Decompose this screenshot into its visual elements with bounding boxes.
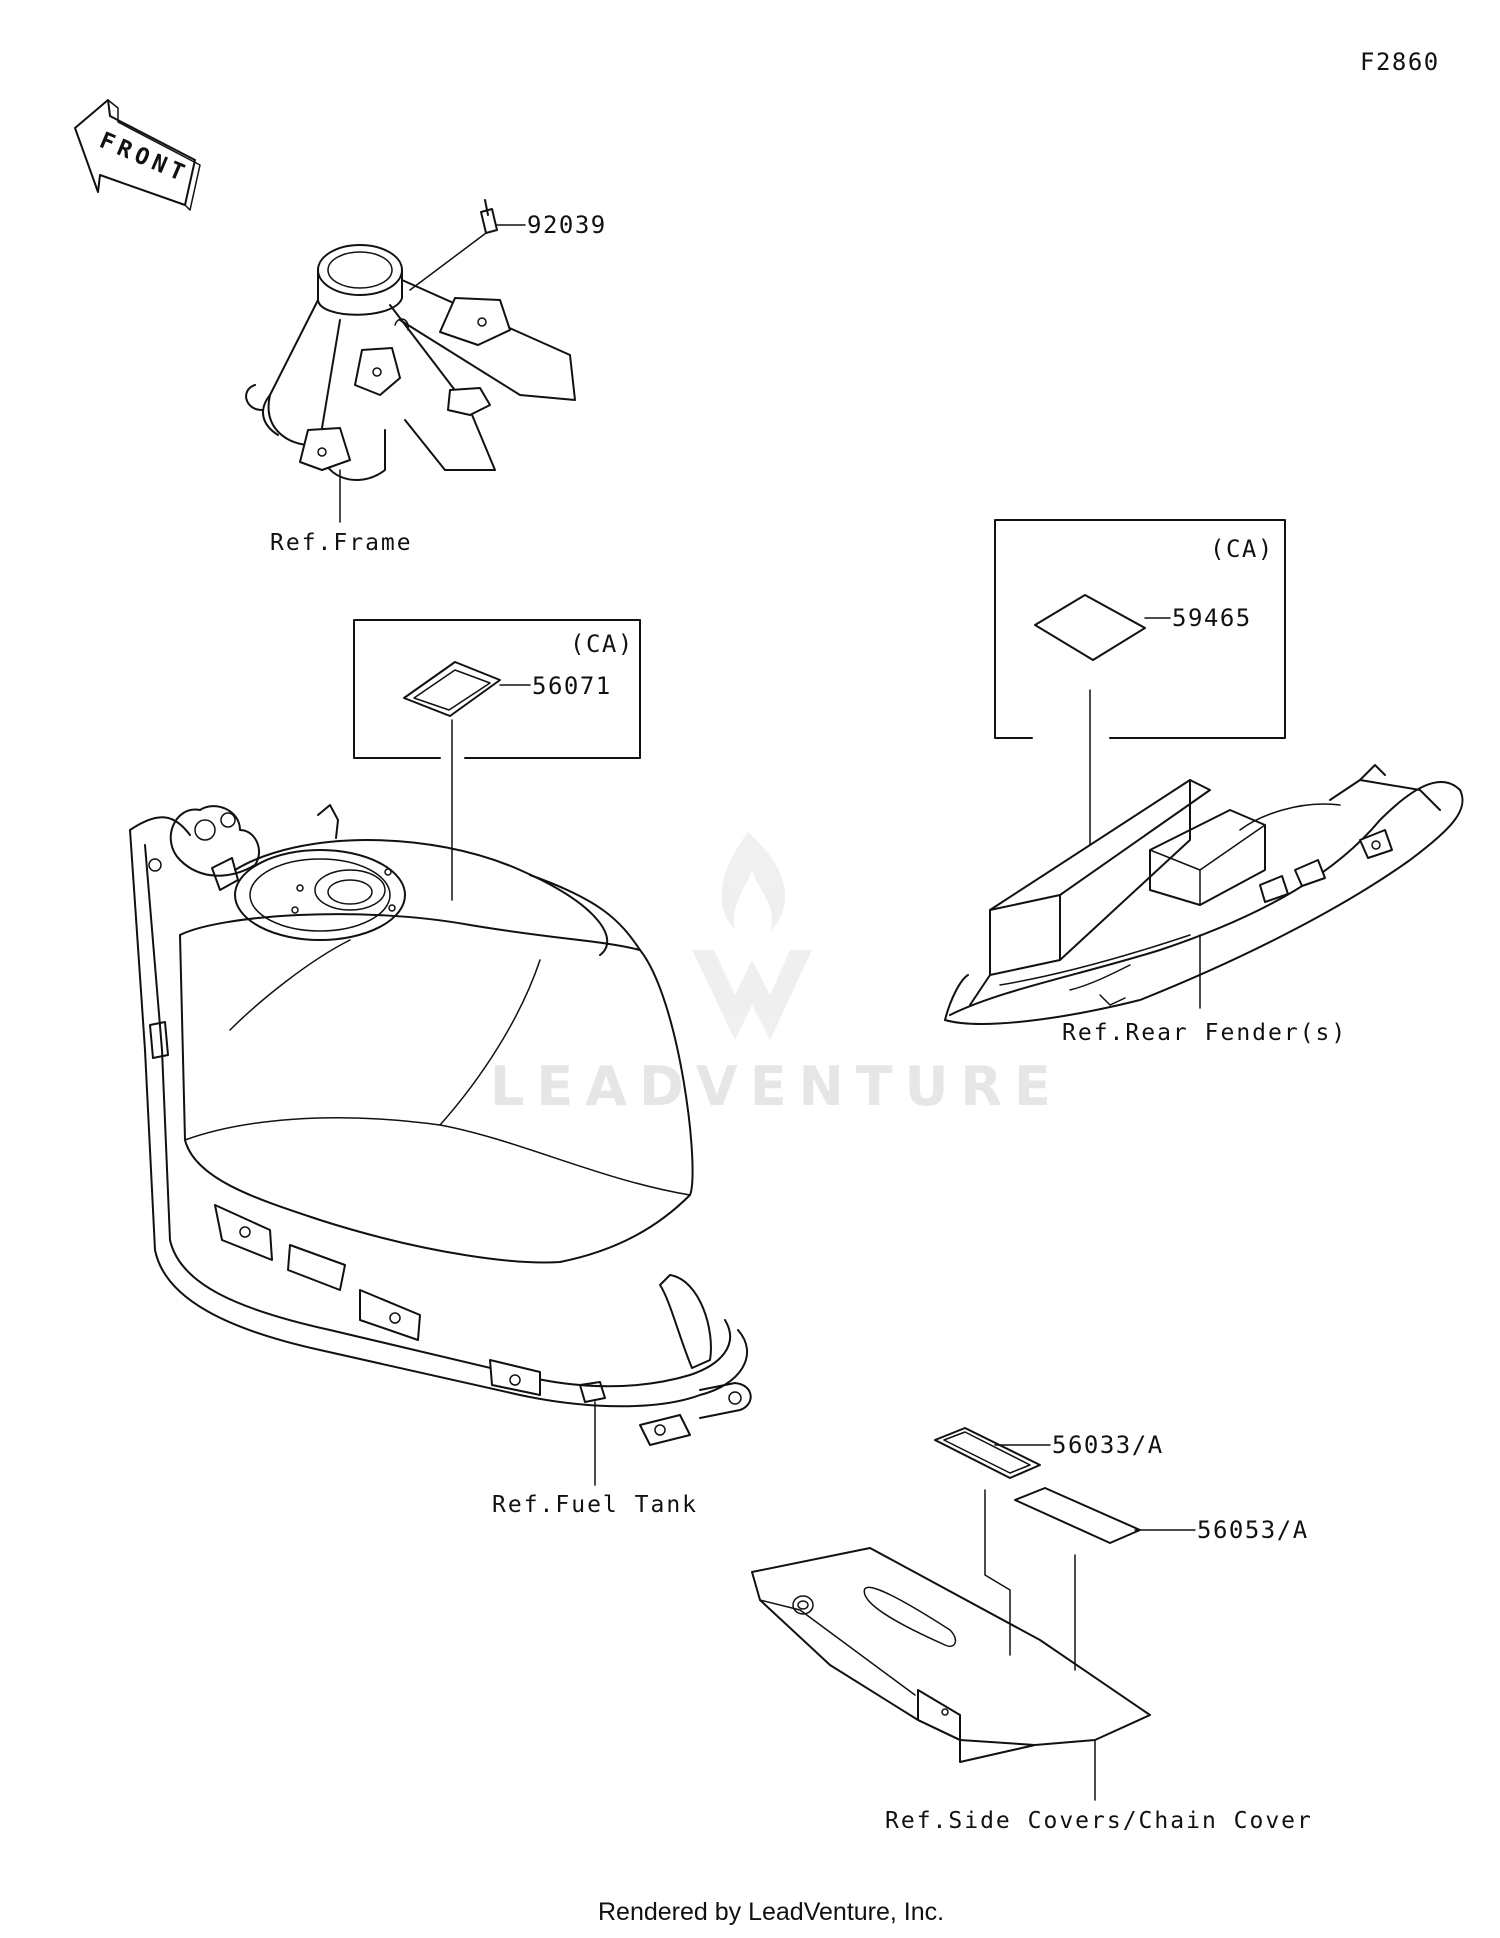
chain-cover-illustration: Ref.Side Covers/Chain Cover xyxy=(751,1547,1313,1834)
callout-56071: 56071 xyxy=(532,672,612,700)
fender-box-region: (CA) xyxy=(1210,535,1274,563)
frame-illustration: 92039 Ref.Frame xyxy=(245,199,607,556)
fender-label-box: (CA) 59465 xyxy=(994,519,1286,846)
label-56033a xyxy=(934,1427,1041,1479)
leader-56033a-to-cover xyxy=(984,1489,1011,1656)
front-arrow: FRONT xyxy=(74,99,201,211)
ref-frame-label: Ref.Frame xyxy=(270,530,413,556)
callout-56053a: 56053/A xyxy=(1197,1516,1309,1544)
callout-92039: 92039 xyxy=(527,211,607,239)
callout-56033a: 56033/A xyxy=(1052,1431,1164,1459)
diagram-code: F2860 xyxy=(1360,48,1440,76)
watermark-flame-logo xyxy=(692,832,812,1040)
footer-credit: Rendered by LeadVenture, Inc. xyxy=(598,1898,944,1926)
tank-label-box: (CA) 56071 xyxy=(353,619,641,901)
label-59465 xyxy=(1034,594,1146,661)
watermark-text: LEADVENTURE xyxy=(490,1055,1063,1118)
ref-side-covers-label: Ref.Side Covers/Chain Cover xyxy=(885,1808,1313,1834)
label-56053a xyxy=(1014,1487,1141,1544)
ref-fuel-tank-label: Ref.Fuel Tank xyxy=(492,1492,698,1518)
watermark: LEADVENTURE xyxy=(490,832,1063,1118)
leader-92039-to-frame xyxy=(409,232,487,291)
tank-box-region: (CA) xyxy=(570,630,634,658)
callout-59465: 59465 xyxy=(1172,604,1252,632)
rear-fender-illustration: Ref.Rear Fender(s) xyxy=(944,764,1464,1046)
ref-rear-fender-label: Ref.Rear Fender(s) xyxy=(1062,1020,1347,1046)
pin-92039 xyxy=(480,199,498,234)
side-cover-labels: 56033/A 56053/A xyxy=(934,1427,1309,1671)
fuel-tank-illustration: Ref.Fuel Tank xyxy=(129,804,752,1518)
